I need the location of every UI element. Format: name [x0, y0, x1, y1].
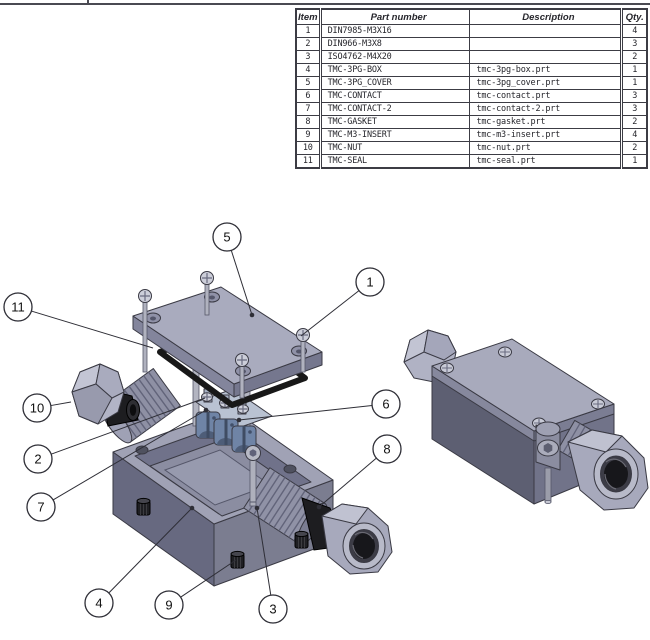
leader-line-7 [52, 409, 207, 501]
balloon-11 [3, 292, 33, 322]
balloon-1 [355, 267, 385, 297]
socket-screw [245, 445, 261, 507]
leader-line-9 [180, 559, 237, 598]
threaded-insert [294, 530, 309, 549]
leader-line-6 [238, 405, 373, 421]
item-cell: 4 [295, 63, 322, 77]
balloon-2 [23, 444, 53, 474]
balloon-callouts: 1 2 3 4 5 6 7 8 9 10 11 [3, 222, 402, 624]
balloon-label-3: 3 [269, 602, 276, 617]
balloon-label-1: 1 [366, 275, 373, 290]
leader-dot-7 [203, 407, 209, 413]
leader-line-1 [300, 290, 360, 337]
balloon-label-4: 4 [95, 596, 102, 611]
item-cell: 2 [295, 37, 322, 51]
assembled-mounting-lug [535, 421, 561, 504]
gland-nut-left [71, 363, 125, 425]
balloon-label-9: 9 [165, 598, 172, 613]
leader-dot-8 [316, 504, 322, 510]
balloon-label-8: 8 [383, 442, 390, 457]
exploded-assembly [71, 271, 393, 587]
leader-dot-3 [254, 505, 260, 511]
leader-dot-5 [249, 312, 255, 318]
parts-table-header-row: Item Part number Description Qty. [295, 8, 648, 25]
flange-hole [283, 464, 297, 474]
qty-cell: 2 [620, 141, 648, 155]
sheet-border-line [0, 3, 650, 5]
balloon-label-7: 7 [37, 500, 44, 515]
leader-line-2 [50, 397, 206, 455]
leader-line-10 [50, 401, 72, 407]
balloon-9 [154, 590, 184, 620]
leader-dot-4 [189, 505, 195, 511]
leader-line-8 [318, 457, 377, 508]
leader-line-5 [230, 250, 253, 316]
part-number-cell: TMC-NUT [319, 141, 471, 155]
item-cell: 11 [295, 154, 322, 169]
balloon-6 [371, 389, 401, 419]
balloon-label-11: 11 [11, 300, 25, 315]
leader-line-3 [256, 507, 272, 596]
threaded-insert [136, 497, 151, 516]
leader-line-4 [108, 507, 193, 594]
balloon-10 [22, 393, 52, 423]
pan-head-screw [138, 289, 152, 373]
gland-nut-right [321, 503, 393, 575]
header-item: Item [295, 8, 322, 25]
cover-screws [138, 271, 310, 399]
balloon-label-2: 2 [34, 452, 41, 467]
balloon-label-6: 6 [382, 397, 389, 412]
qty-cell: 1 [620, 154, 648, 169]
assembled-right-gland-nut [567, 429, 649, 511]
description-cell: tmc-nut.prt [469, 141, 623, 155]
balloon-label-5: 5 [223, 230, 230, 245]
balloon-5 [212, 222, 242, 252]
threaded-insert [230, 550, 245, 569]
item-cell: 10 [295, 141, 322, 155]
flange-hole [135, 445, 149, 455]
pan-head-screw [235, 353, 249, 399]
balloon-7 [26, 492, 56, 522]
balloon-4 [84, 588, 114, 618]
pan-head-screw [200, 271, 214, 316]
balloon-label-10: 10 [30, 401, 44, 416]
sheet-border-tick [87, 0, 89, 5]
qty-cell: 4 [620, 24, 648, 38]
leader-dot-6 [236, 417, 242, 423]
leader-line-11 [31, 310, 154, 349]
contact-assembly [195, 388, 273, 453]
balloon-3 [258, 594, 288, 624]
balloon-8 [372, 434, 402, 464]
assembled-view [403, 329, 649, 511]
